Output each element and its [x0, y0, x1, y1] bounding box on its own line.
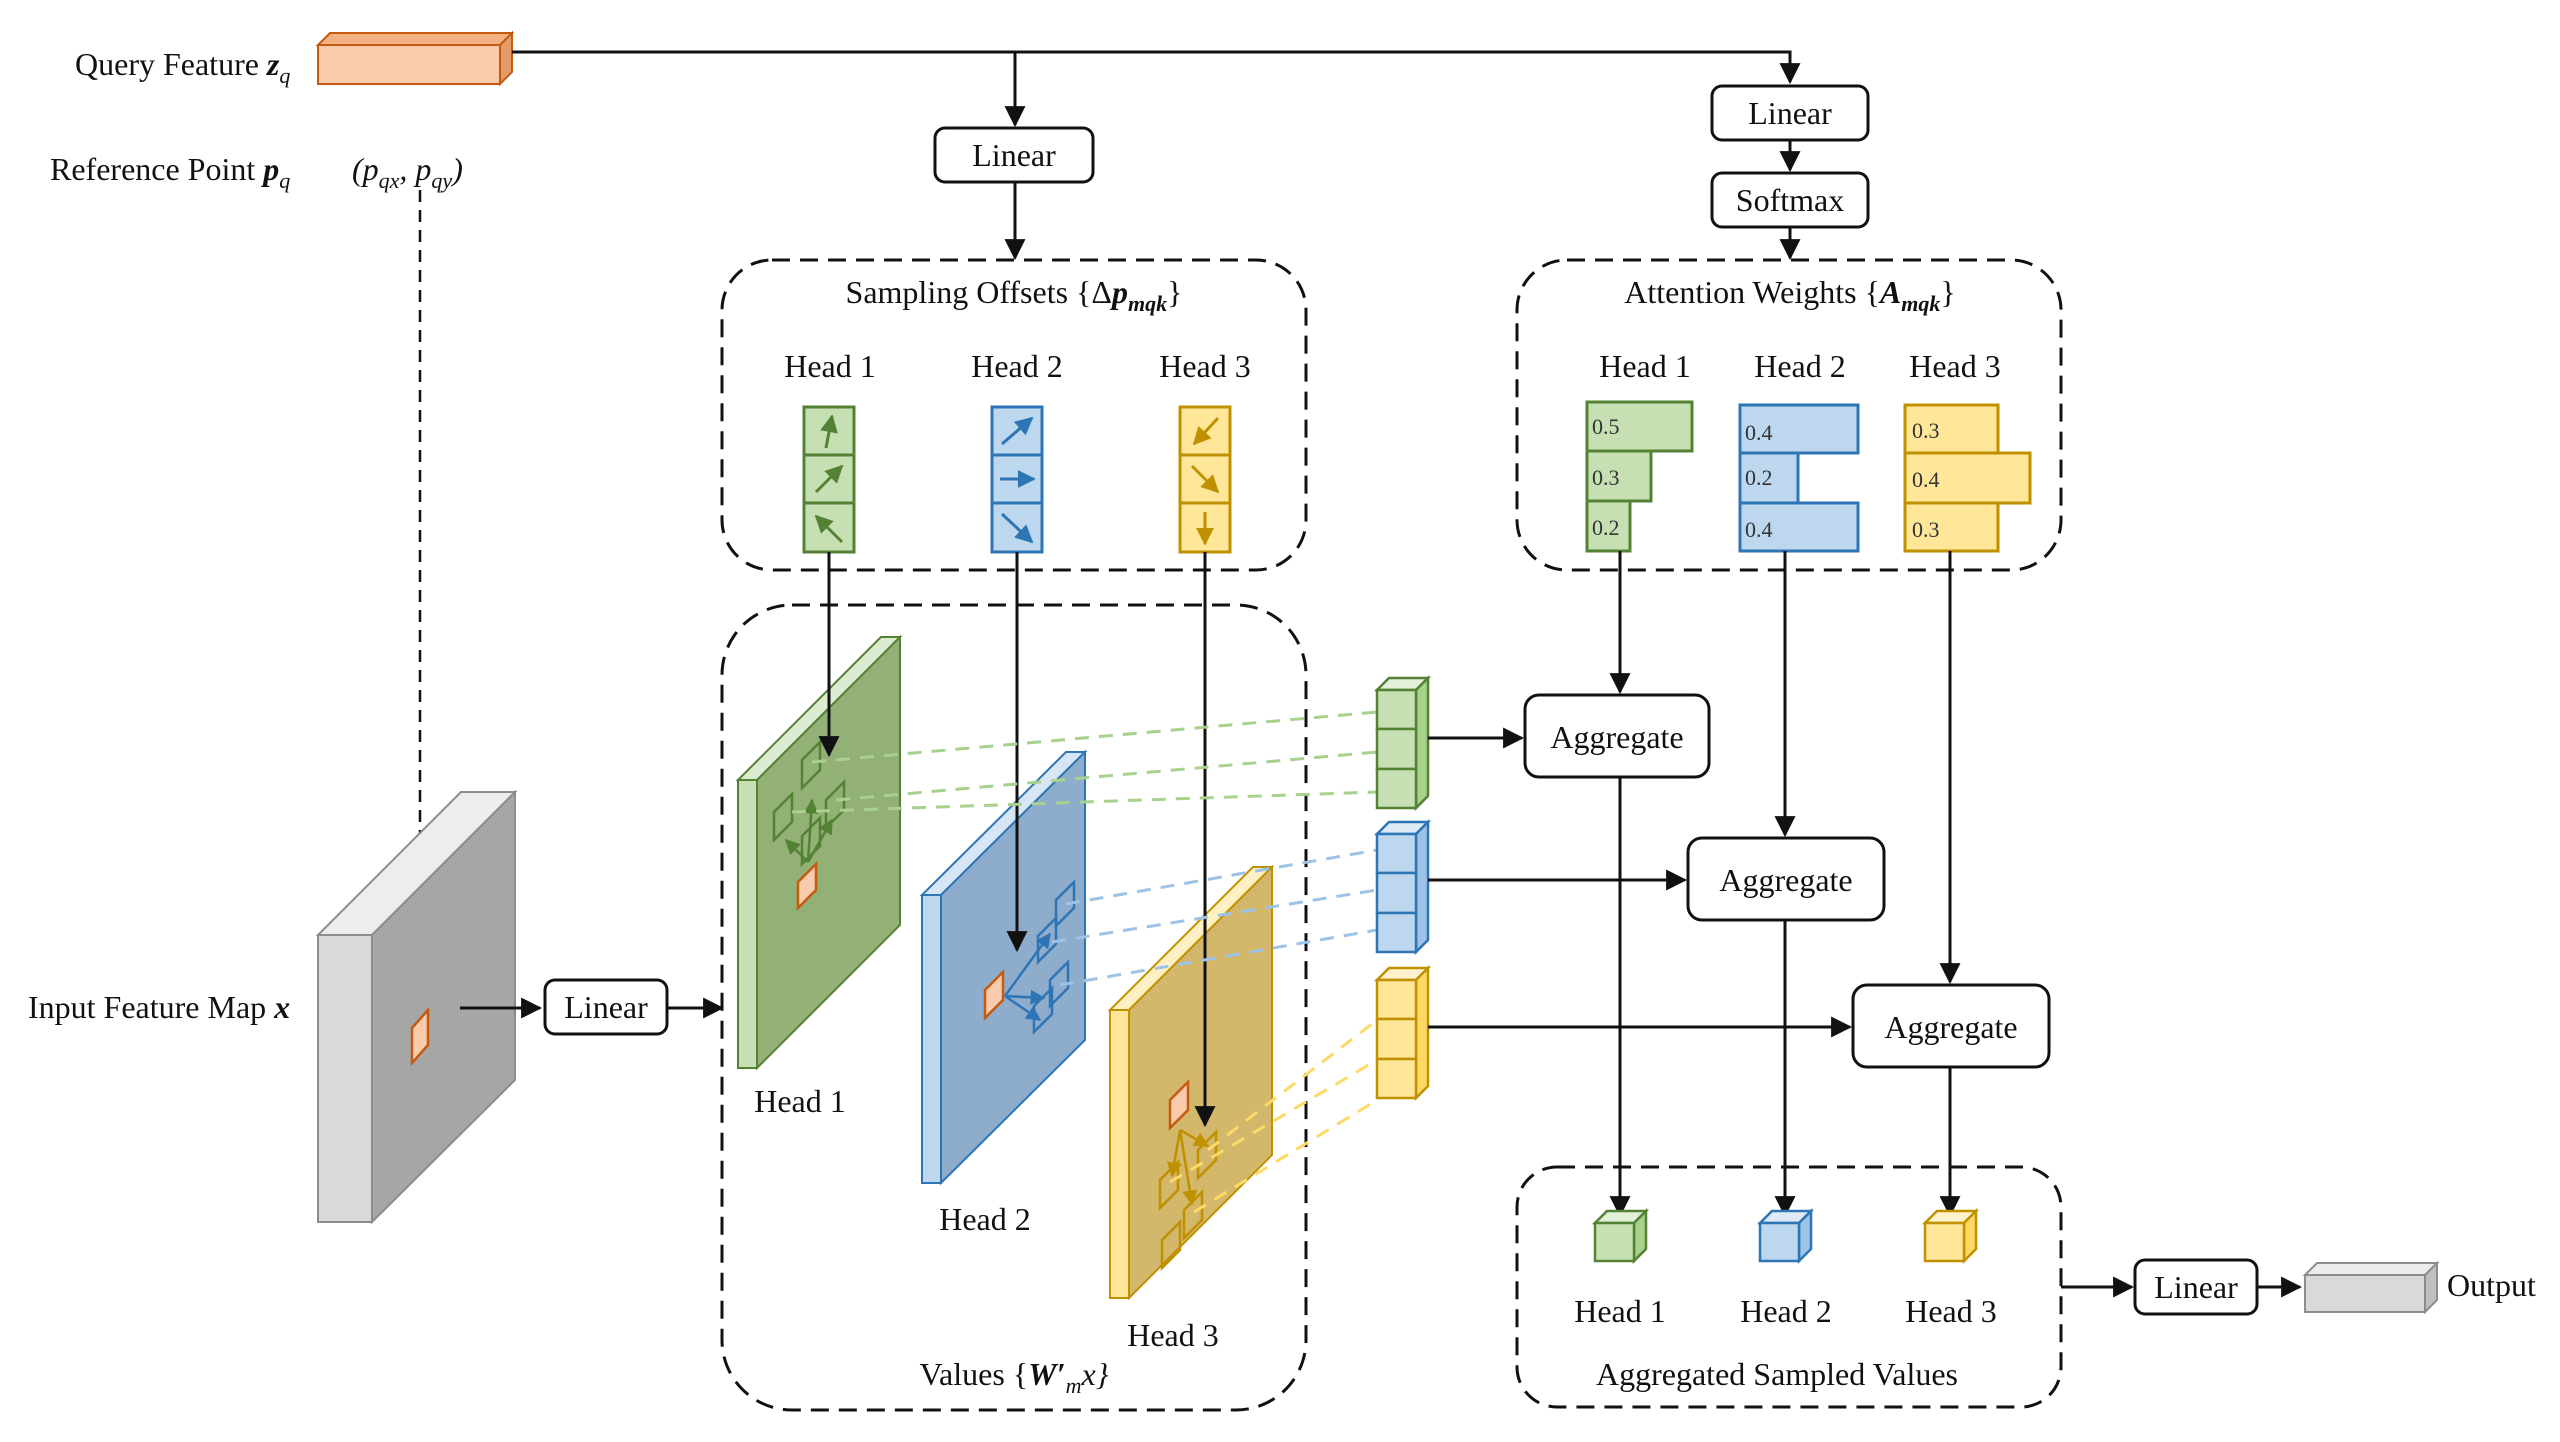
- attention-head-3-weight-3: 0.3: [1912, 517, 1940, 542]
- output-linear-label: Linear: [2154, 1269, 2238, 1305]
- aggregated-head-1-label: Head 1: [1574, 1293, 1666, 1329]
- aggregated-sampled-values-group: Head 1 Head 2 Head 3 Aggregated Sampled …: [1515, 1165, 2063, 1409]
- attention-weights-group: Attention Weights {Amqk} Head 1 Head 2 H…: [1515, 258, 2063, 572]
- attention-head-3-weight-1: 0.3: [1912, 418, 1940, 443]
- attention-head-1-weight-2: 0.3: [1592, 465, 1620, 490]
- reference-point-row: Reference Point pq (pqx, pqy): [50, 151, 463, 1022]
- attention-head-2-weight-1: 0.4: [1745, 420, 1773, 445]
- aggregated-cube-head-3: [1921, 1207, 1980, 1265]
- value-map-head-3: Head 3: [1107, 864, 1275, 1353]
- sampled-values-head-1: [1373, 674, 1432, 812]
- attention-head-2-bars: 0.4 0.2 0.4: [1738, 403, 1860, 553]
- attention-head-3-label: Head 3: [1909, 348, 2001, 384]
- attention-head-2-label: Head 2: [1754, 348, 1846, 384]
- offset-head-1-cells: [802, 405, 856, 554]
- softmax-block: Softmax: [1710, 171, 1870, 229]
- attention-head-1-weight-1: 0.5: [1592, 414, 1620, 439]
- sampled-values-head-2: [1373, 818, 1432, 956]
- aggregated-title: Aggregated Sampled Values: [1596, 1356, 1958, 1392]
- offset-head-2-cells: [990, 405, 1044, 554]
- output-label: Output: [2447, 1267, 2536, 1303]
- attention-linear-block: Linear: [1710, 84, 1870, 142]
- value-map-head-2: Head 2: [919, 749, 1088, 1237]
- value-map-head-1-label: Head 1: [754, 1083, 846, 1119]
- value-linear-label: Linear: [564, 989, 648, 1025]
- query-feature-label: Query Feature zq: [75, 46, 290, 88]
- aggregate-block-1: Aggregate: [1523, 693, 1711, 779]
- offset-head-1-label: Head 1: [784, 348, 876, 384]
- input-feature-map: Input Feature Map x: [28, 789, 518, 1225]
- sampling-offsets-title: Sampling Offsets {Δpmqk}: [846, 274, 1183, 316]
- offset-head-3-label: Head 3: [1159, 348, 1251, 384]
- offset-head-3-cells: [1178, 405, 1232, 554]
- offset-head-2-label: Head 2: [971, 348, 1063, 384]
- aggregate-block-2: Aggregate: [1686, 836, 1886, 922]
- reference-point-label: Reference Point pq: [50, 151, 290, 193]
- aggregate-1-label: Aggregate: [1550, 719, 1683, 755]
- value-linear-block: Linear: [543, 978, 669, 1036]
- query-to-attn-linear-arrow: [512, 50, 1801, 85]
- values-group: Values {W′mx} Head 1: [720, 552, 1308, 1412]
- input-reference-point: [410, 1006, 430, 1067]
- softmax-label: Softmax: [1736, 182, 1844, 218]
- value-map-head-3-label: Head 3: [1127, 1317, 1219, 1353]
- output-vector: [2302, 1260, 2440, 1315]
- aggregate-2-label: Aggregate: [1719, 862, 1852, 898]
- attention-head-2-weight-3: 0.4: [1745, 517, 1773, 542]
- attention-head-3-weight-2: 0.4: [1912, 467, 1940, 492]
- attention-head-2-weight-2: 0.2: [1745, 465, 1773, 490]
- reference-point-coords: (pqx, pqy): [352, 151, 463, 193]
- aggregate-block-3: Aggregate: [1851, 983, 2051, 1069]
- attention-head-3-bars: 0.3 0.4 0.3: [1903, 403, 2032, 553]
- aggregated-head-3-label: Head 3: [1905, 1293, 1997, 1329]
- offset-linear-block: Linear: [933, 126, 1095, 184]
- aggregated-cube-head-2: [1756, 1207, 1815, 1265]
- sample-projection-lines: [791, 710, 1378, 1214]
- value-map-head-2-label: Head 2: [939, 1201, 1031, 1237]
- attention-head-1-bars: 0.5 0.3 0.2: [1585, 400, 1694, 553]
- aggregated-cube-head-1: [1591, 1207, 1650, 1265]
- attention-weights-title: Attention Weights {Amqk}: [1624, 274, 1956, 316]
- sampling-offsets-group: Sampling Offsets {Δpmqk} Head 1 Head 2 H…: [720, 258, 1308, 572]
- query-feature-vector: [315, 30, 515, 87]
- attention-head-1-label: Head 1: [1599, 348, 1691, 384]
- sampled-values-head-3: [1373, 964, 1432, 1102]
- value-map-head-1: Head 1: [735, 634, 903, 1119]
- attention-head-1-weight-3: 0.2: [1592, 515, 1620, 540]
- aggregate-3-label: Aggregate: [1884, 1009, 2017, 1045]
- offset-linear-label: Linear: [972, 137, 1056, 173]
- output-linear-block: Linear: [2133, 1258, 2259, 1316]
- values-title: Values {W′mx}: [919, 1356, 1108, 1398]
- input-feature-map-label: Input Feature Map x: [28, 989, 290, 1025]
- query-feature-row: Query Feature zq: [75, 30, 1801, 128]
- aggregated-head-2-label: Head 2: [1740, 1293, 1832, 1329]
- attention-linear-label: Linear: [1748, 95, 1832, 131]
